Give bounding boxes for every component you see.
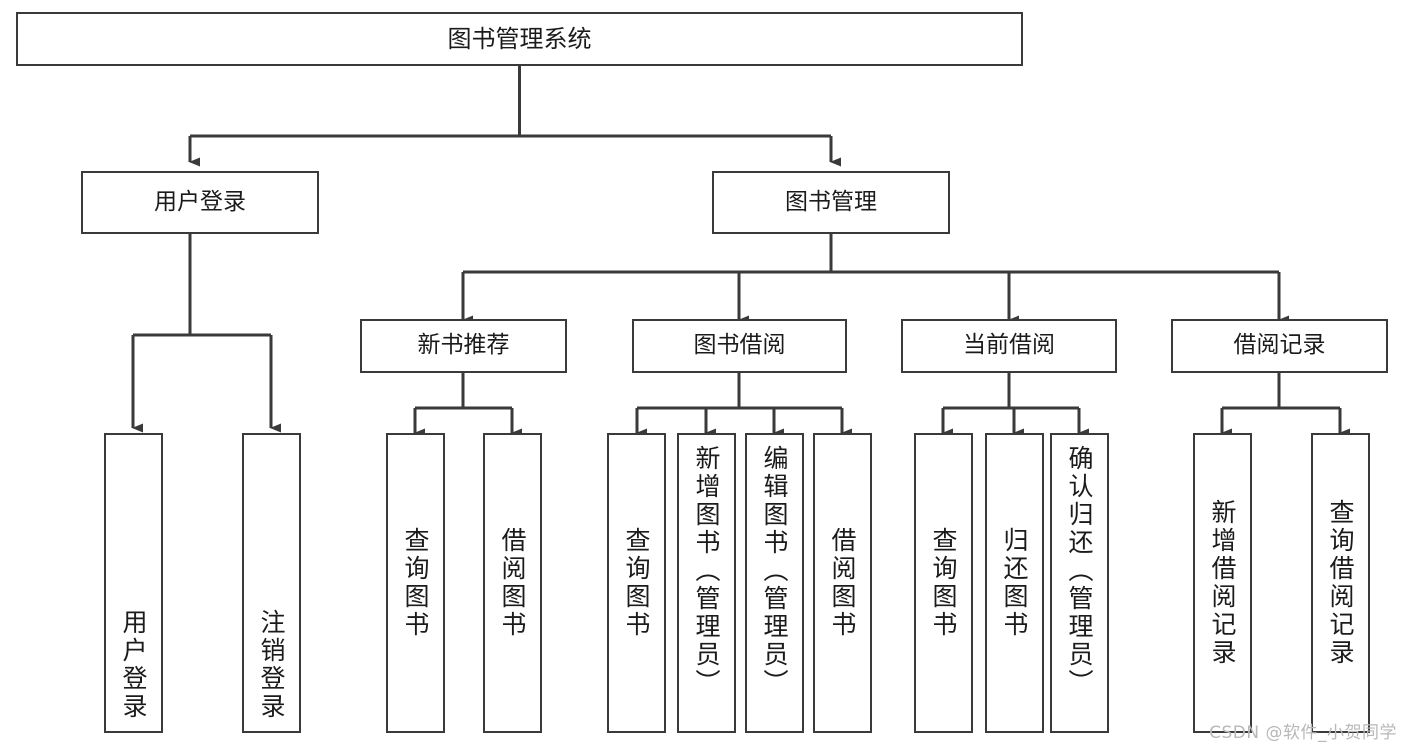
node-label: 查询借阅记录 <box>1326 499 1355 667</box>
leaf-query-book-current[interactable]: 查询图书 <box>914 433 973 733</box>
node-label: 新书推荐 <box>417 332 510 359</box>
node-label: 图书管理 <box>785 188 877 215</box>
node-label: 借阅记录 <box>1233 332 1326 359</box>
node-label: 当前借阅 <box>963 332 1055 359</box>
node-borrow-record[interactable]: 借阅记录 <box>1171 319 1388 373</box>
node-label: 借阅图书 <box>828 527 857 639</box>
node-label: 查询图书 <box>622 527 651 639</box>
node-label: 新增借阅记录 <box>1208 499 1237 667</box>
leaf-confirm-return[interactable]: 确认归还（管理员） <box>1050 433 1109 733</box>
node-label: 注销登录 <box>257 609 286 721</box>
watermark-text: CSDN @软件_小贺同学 <box>1209 723 1397 743</box>
node-label: 借阅图书 <box>498 527 527 639</box>
node-label: 编辑图书（管理员） <box>760 445 789 697</box>
leaf-user-logout[interactable]: 注销登录 <box>242 433 301 733</box>
node-current-borrow[interactable]: 当前借阅 <box>901 319 1117 373</box>
node-label: 新增图书（管理员） <box>692 445 721 697</box>
node-label: 查询图书 <box>401 527 430 639</box>
node-label: 用户登录 <box>154 188 246 215</box>
leaf-edit-book[interactable]: 编辑图书（管理员） <box>745 433 804 733</box>
leaf-query-record[interactable]: 查询借阅记录 <box>1311 433 1370 733</box>
node-label: 查询图书 <box>929 527 958 639</box>
leaf-user-login[interactable]: 用户登录 <box>104 433 163 733</box>
leaf-borrow-book-rec[interactable]: 借阅图书 <box>483 433 542 733</box>
node-label: 图书管理系统 <box>447 24 592 53</box>
leaf-query-book-borrow[interactable]: 查询图书 <box>607 433 666 733</box>
leaf-add-book[interactable]: 新增图书（管理员） <box>677 433 736 733</box>
node-label: 归还图书 <box>1000 527 1029 639</box>
node-root-system[interactable]: 图书管理系统 <box>16 12 1023 66</box>
node-user-login[interactable]: 用户登录 <box>81 171 319 234</box>
node-label: 确认归还（管理员） <box>1065 445 1094 697</box>
node-book-manage[interactable]: 图书管理 <box>712 171 950 234</box>
leaf-borrow-book[interactable]: 借阅图书 <box>813 433 872 733</box>
leaf-add-record[interactable]: 新增借阅记录 <box>1193 433 1252 733</box>
leaf-query-book-rec[interactable]: 查询图书 <box>386 433 445 733</box>
leaf-return-book[interactable]: 归还图书 <box>985 433 1044 733</box>
node-book-borrow[interactable]: 图书借阅 <box>632 319 847 373</box>
node-new-book-rec[interactable]: 新书推荐 <box>360 319 567 373</box>
node-label: 图书借阅 <box>693 332 786 359</box>
node-label: 用户登录 <box>119 609 148 721</box>
